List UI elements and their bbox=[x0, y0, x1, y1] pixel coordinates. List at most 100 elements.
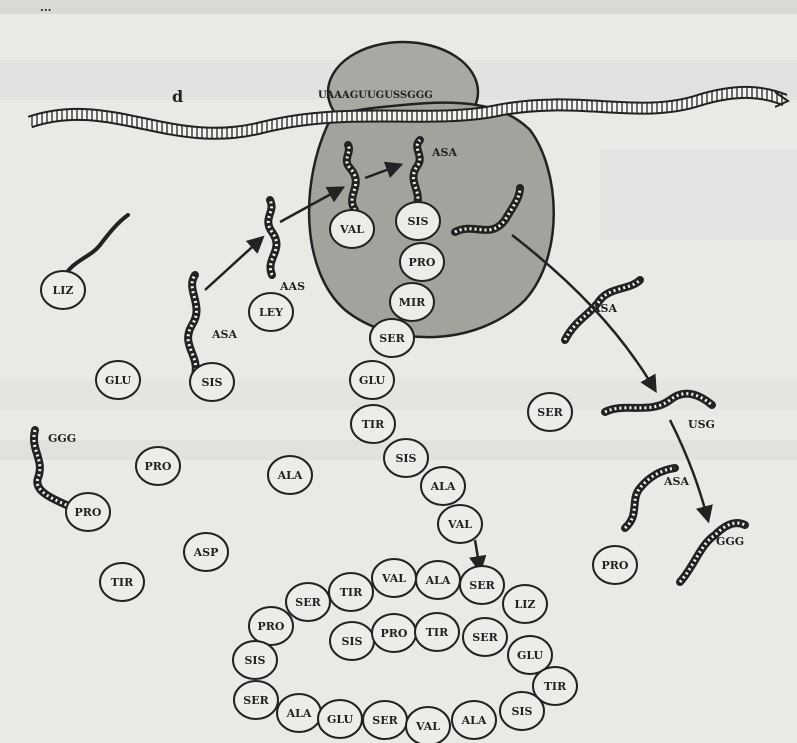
panel-letter: d bbox=[172, 87, 183, 106]
label-ggg-left: GGG bbox=[48, 432, 76, 445]
protein-coil-item: SIS bbox=[233, 641, 277, 679]
amino-acid-label: GLU bbox=[327, 713, 354, 726]
amino-acid-label: ALA bbox=[425, 574, 451, 587]
amino-acid-label: ALA bbox=[430, 480, 456, 493]
amino-acid-label: PRO bbox=[258, 620, 285, 633]
amino-acid-label: SIS bbox=[244, 654, 265, 667]
amino-acid-label: ALA bbox=[461, 714, 487, 727]
caption-fragment: ... bbox=[40, 1, 52, 14]
ribosome-chain-item: VAL bbox=[438, 505, 482, 543]
label-asa-right: ASA bbox=[663, 475, 689, 488]
ribosome-chain-item: SIS bbox=[384, 439, 428, 477]
label-asa-incoming: ASA bbox=[211, 328, 237, 341]
attached-amino-acids-item: LEY bbox=[249, 293, 293, 331]
ribosome-chain-item: TIR bbox=[351, 405, 395, 443]
amino-acid-label: TIR bbox=[426, 626, 449, 639]
attached-amino-acids-item: PRO bbox=[66, 493, 110, 531]
protein-coil-item: LIZ bbox=[503, 585, 547, 623]
amino-acid-label: TIR bbox=[544, 680, 567, 693]
protein-coil-item: PRO bbox=[249, 607, 293, 645]
free-amino-acids-item: GLU bbox=[96, 361, 140, 399]
amino-acid-label: PRO bbox=[381, 627, 408, 640]
amino-acid-label: LIZ bbox=[515, 598, 536, 611]
ribosome-chain-item: SER bbox=[370, 319, 414, 357]
protein-coil-item: SER bbox=[363, 701, 407, 739]
ribosome-chain-item: SIS bbox=[396, 202, 440, 240]
attached-amino-acids-item: LIZ bbox=[41, 271, 85, 309]
protein-coil-item: VAL bbox=[406, 707, 450, 743]
amino-acid-label: SER bbox=[537, 406, 563, 419]
protein-coil-item: GLU bbox=[318, 700, 362, 738]
amino-acid-label: TIR bbox=[340, 586, 363, 599]
amino-acid-label: ALA bbox=[277, 469, 303, 482]
protein-coil-item: ALA bbox=[277, 694, 321, 732]
label-asa-leaving: ASA bbox=[591, 302, 617, 315]
attached-amino-acids-item: SIS bbox=[190, 363, 234, 401]
amino-acid-label: VAL bbox=[415, 720, 440, 733]
protein-coil-item: ALA bbox=[452, 701, 496, 739]
ribosome-chain-item: MIR bbox=[390, 283, 434, 321]
trna-incoming bbox=[188, 275, 196, 375]
protein-coil-item: ALA bbox=[416, 561, 460, 599]
free-amino-acids-item: ALA bbox=[268, 456, 312, 494]
amino-acid-label: PRO bbox=[602, 559, 629, 572]
amino-acid-label: VAL bbox=[447, 518, 472, 531]
free-amino-acids-item: PRO bbox=[136, 447, 180, 485]
amino-acid-label: TIR bbox=[111, 576, 134, 589]
amino-acid-label: ASP bbox=[193, 546, 219, 559]
label-asa-bound: ASA bbox=[431, 146, 457, 159]
protein-coil-item: PRO bbox=[372, 614, 416, 652]
amino-acid-label: SIS bbox=[341, 635, 362, 648]
amino-acid-label: SER bbox=[469, 579, 495, 592]
label-ggg-right: GGG bbox=[716, 535, 744, 548]
free-amino-acids-item: TIR bbox=[100, 563, 144, 601]
trna-ggg-right bbox=[680, 523, 745, 582]
protein-coil-item: SIS bbox=[500, 692, 544, 730]
amino-acid-label: GLU bbox=[359, 374, 386, 387]
amino-acid-label: GLU bbox=[517, 649, 544, 662]
amino-acid-label: SIS bbox=[407, 215, 428, 228]
amino-acid-label: GLU bbox=[105, 374, 132, 387]
protein-coil-item: SER bbox=[234, 681, 278, 719]
amino-acid-label: SIS bbox=[511, 705, 532, 718]
amino-acid-label: LIZ bbox=[53, 284, 74, 297]
amino-acid-label: SER bbox=[243, 694, 269, 707]
label-usg: USG bbox=[688, 418, 715, 431]
amino-acid-label: SER bbox=[472, 631, 498, 644]
protein-coil-item: VAL bbox=[372, 559, 416, 597]
protein-coil-item: SER bbox=[286, 583, 330, 621]
free-amino-acids-item: ASP bbox=[184, 533, 228, 571]
amino-acid-label: SIS bbox=[201, 376, 222, 389]
protein-coil-item: SIS bbox=[330, 622, 374, 660]
ribosome-chain-item: GLU bbox=[350, 361, 394, 399]
amino-acid-label: PRO bbox=[409, 256, 436, 269]
caption-strip bbox=[0, 0, 797, 14]
trna-liz bbox=[62, 215, 128, 280]
arrow-to-ribosome bbox=[205, 238, 262, 290]
amino-acid-label: ALA bbox=[286, 707, 312, 720]
amino-acid-label: PRO bbox=[145, 460, 172, 473]
protein-coil-item: TIR bbox=[415, 613, 459, 651]
amino-acid-label: VAL bbox=[381, 572, 406, 585]
amino-acid-label: PRO bbox=[75, 506, 102, 519]
amino-acid-label: SER bbox=[379, 332, 405, 345]
amino-acid-label: MIR bbox=[399, 296, 426, 309]
ribosome-chain-item: VAL bbox=[330, 210, 374, 248]
amino-acid-label: SER bbox=[295, 596, 321, 609]
free-amino-acids-item: PRO bbox=[593, 546, 637, 584]
amino-acid-label: SER bbox=[372, 714, 398, 727]
amino-acid-label: TIR bbox=[362, 418, 385, 431]
protein-coil-item: TIR bbox=[329, 573, 373, 611]
ribosome-chain-item: ALA bbox=[421, 467, 465, 505]
amino-acid-label: SIS bbox=[395, 452, 416, 465]
mrna-sequence: UAAAGUUGUSSGGG bbox=[318, 90, 433, 101]
ribosome-chain-item: PRO bbox=[400, 243, 444, 281]
protein-coil-item: SER bbox=[463, 618, 507, 656]
free-amino-acids-item: SER bbox=[528, 393, 572, 431]
label-aas: AAS bbox=[279, 280, 305, 293]
amino-acid-label: VAL bbox=[339, 223, 364, 236]
amino-acid-label: LEY bbox=[259, 306, 283, 319]
protein-coil-item: SER bbox=[460, 566, 504, 604]
